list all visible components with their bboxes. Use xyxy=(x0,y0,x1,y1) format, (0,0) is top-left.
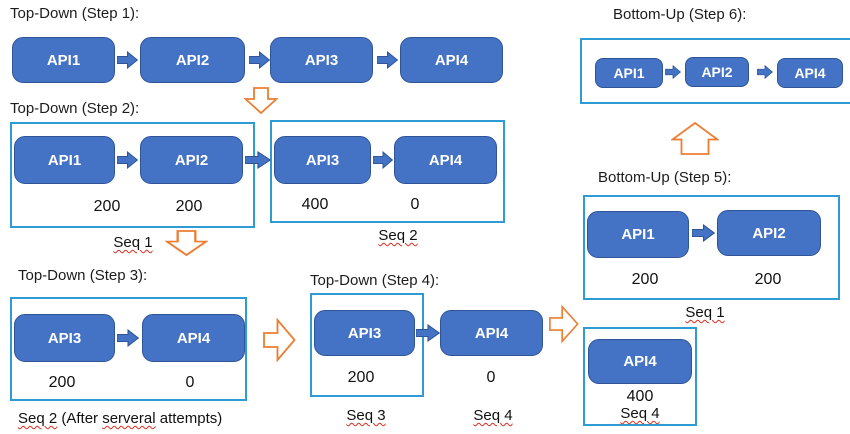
node-api4: API4 xyxy=(394,136,497,184)
flow-arrow-icon xyxy=(117,151,138,169)
process-arrow-down-icon xyxy=(244,87,278,114)
node-api1: API1 xyxy=(595,58,663,88)
node-api3: API3 xyxy=(14,314,115,362)
node-api4: API4 xyxy=(440,310,543,356)
node-api4: API4 xyxy=(142,314,245,362)
process-arrow-up-icon xyxy=(671,122,719,155)
step2-title: Top-Down (Step 2): xyxy=(10,100,140,117)
status-value: 200 xyxy=(631,271,659,288)
status-value: 200 xyxy=(347,369,375,386)
status-value: 0 xyxy=(410,196,420,213)
status-value: 400 xyxy=(301,196,329,213)
node-api2: API2 xyxy=(685,57,749,87)
flow-arrow-icon xyxy=(416,324,440,342)
process-arrow-down-icon xyxy=(165,230,208,256)
node-api4: API4 xyxy=(588,339,692,384)
status-value: 0 xyxy=(185,374,195,391)
seq-label-text: Seq 4 xyxy=(620,405,660,422)
status-value: 400 xyxy=(626,388,654,405)
seq-label: Seq 4 xyxy=(463,407,523,424)
seq-label-text: Seq 1 xyxy=(113,234,153,251)
node-api2: API2 xyxy=(717,210,821,256)
flow-arrow-icon xyxy=(117,329,139,347)
step6-group-box xyxy=(580,38,850,104)
seq-label-text: Seq 3 xyxy=(346,407,386,424)
status-value: 200 xyxy=(754,271,782,288)
seq-label: Seq 1 xyxy=(103,234,163,251)
seq-label: Seq 3 xyxy=(336,407,396,424)
flow-arrow-icon xyxy=(757,65,773,79)
process-arrow-right-icon xyxy=(549,305,579,343)
step3-group-box xyxy=(10,297,247,401)
node-api4: API4 xyxy=(400,37,503,83)
seq-label-text: Seq 2 xyxy=(18,410,58,427)
caption-text: (After xyxy=(57,410,103,427)
flow-arrow-icon xyxy=(117,51,138,69)
step6-title: Bottom-Up (Step 6): xyxy=(613,6,747,23)
node-api1: API1 xyxy=(12,37,115,83)
step5-title: Bottom-Up (Step 5): xyxy=(598,169,732,186)
flow-arrow-icon xyxy=(692,224,715,242)
status-value: 200 xyxy=(175,198,203,215)
seq3-group-box xyxy=(310,293,424,397)
node-api1: API1 xyxy=(587,211,689,258)
step5-group-box xyxy=(583,195,840,300)
node-api3: API3 xyxy=(274,136,371,184)
node-api4: API4 xyxy=(777,58,843,88)
step3-title: Top-Down (Step 3): xyxy=(18,267,148,284)
node-api2: API2 xyxy=(140,136,243,184)
status-value: 200 xyxy=(93,198,121,215)
status-value: 0 xyxy=(486,369,496,386)
node-api1: API1 xyxy=(14,136,115,184)
seq1-group-box xyxy=(10,122,255,228)
step1-title: Top-Down (Step 1): xyxy=(10,5,140,22)
node-api2: API2 xyxy=(140,37,245,83)
seq-label-text: Seq 1 xyxy=(685,304,725,321)
seq-label: Seq 2 xyxy=(368,227,428,244)
flow-arrow-icon xyxy=(245,151,271,169)
seq4-group-box xyxy=(583,327,697,426)
seq-label-text: Seq 4 xyxy=(473,407,513,424)
flow-arrow-icon xyxy=(249,51,270,69)
process-arrow-right-icon xyxy=(263,318,296,362)
seq-label-text: Seq 2 xyxy=(378,227,418,244)
step4-title: Top-Down (Step 4): xyxy=(310,272,440,289)
flow-arrow-icon xyxy=(373,151,393,169)
node-api3: API3 xyxy=(314,310,415,356)
caption-text: attempts) xyxy=(155,410,223,427)
seq-label: Seq 1 xyxy=(675,304,735,321)
flow-arrow-icon xyxy=(377,51,398,69)
flow-arrow-icon xyxy=(665,65,681,79)
seq-label: Seq 2 (After serveral attempts) xyxy=(18,410,222,427)
node-api3: API3 xyxy=(270,37,373,83)
misspelled-word: serveral xyxy=(102,410,156,427)
seq-label: Seq 4 xyxy=(610,405,670,422)
seq2-group-box xyxy=(270,120,505,223)
status-value: 200 xyxy=(48,374,76,391)
